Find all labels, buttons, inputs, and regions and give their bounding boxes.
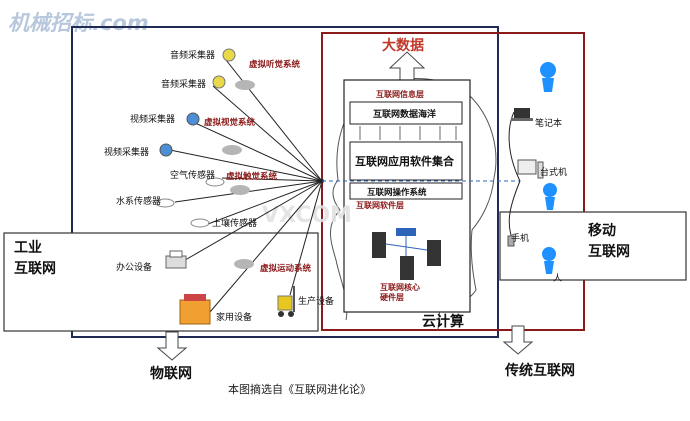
center-watermark: VXCOM: [262, 203, 352, 228]
phone-icon: [507, 235, 515, 247]
info-layer-label: 互联网信息层: [376, 89, 424, 99]
core-hw-label-2: 硬件层: [380, 292, 404, 302]
mobile-label-1: 移动: [588, 222, 616, 239]
virtual-touch-label: 虚拟触觉系统: [226, 171, 278, 182]
laptop-icon: [511, 108, 533, 121]
laptop-label: 笔记本: [535, 117, 562, 129]
data-sea-box: [349, 101, 463, 125]
office-equipment-icon: [165, 250, 187, 269]
home-appliance-label: 家用设备: [216, 311, 252, 323]
iot-down-arrow-icon: [156, 331, 188, 361]
audio-collector-label-2: 音频采集器: [161, 78, 206, 90]
phone-label: 手机: [511, 232, 529, 244]
industrial-label-2: 互联网: [14, 261, 56, 277]
software-layer-label: 互联网软件层: [356, 200, 404, 210]
iot-label: 物联网: [150, 365, 192, 382]
video-collector-label-2: 视频采集器: [104, 146, 149, 158]
soil-sensor-label: 土壤传感器: [212, 217, 257, 229]
virtual-vision-label: 虚拟视觉系统: [204, 117, 256, 128]
mobile-internet-frame: [499, 211, 687, 281]
home-appliance-icon: [179, 294, 211, 325]
desktop-icon: [517, 159, 544, 179]
virtual-hearing-label: 虚拟听觉系统: [249, 59, 301, 70]
caption: 本图摘选自《互联网进化论》: [228, 382, 371, 396]
forklift-icon: [277, 286, 295, 317]
big-data-title: 大数据: [382, 37, 424, 54]
video-collector-icon: [159, 112, 200, 157]
sensor-icon: [155, 177, 225, 228]
production-equipment-label: 生产设备: [298, 295, 334, 307]
audio-collector-icon: [212, 48, 236, 89]
water-sensor-label: 水系传感器: [116, 195, 161, 207]
person-icon: [540, 62, 557, 274]
app-suite-label: 互联网应用软件集合: [355, 154, 455, 168]
watermark-text: 机械招标.com: [8, 11, 149, 35]
traditional-internet-label: 传统互联网: [504, 362, 575, 379]
virtual-motion-label: 虚拟运动系统: [260, 263, 312, 274]
data-sea-arrows: [359, 126, 457, 140]
audio-collector-label-1: 音频采集器: [170, 49, 215, 61]
industrial-internet-frame: [3, 232, 319, 332]
os-box: [349, 182, 463, 200]
data-sea-label: 互联网数据海洋: [373, 108, 436, 120]
app-suite-box: [349, 141, 463, 181]
server-icon: [372, 228, 441, 280]
virtual-system-nodes: [222, 80, 255, 269]
desktop-label: 台式机: [540, 166, 567, 178]
air-sensor-label: 空气传感器: [170, 169, 215, 181]
cloud-computing-label: 云计算: [422, 313, 464, 330]
office-equipment-label: 办公设备: [116, 261, 152, 273]
core-hw-label-1: 互联网核心: [380, 282, 420, 292]
traditional-down-arrow-icon: [502, 325, 534, 355]
iot-outer-frame: [71, 26, 499, 338]
person-label: 人: [553, 273, 562, 284]
head-silhouette: [330, 78, 497, 331]
mobile-label-2: 互联网: [588, 244, 630, 260]
os-label: 互联网操作系统: [367, 187, 427, 198]
industrial-label-1: 工业: [14, 240, 42, 256]
video-collector-label-1: 视频采集器: [130, 113, 175, 125]
